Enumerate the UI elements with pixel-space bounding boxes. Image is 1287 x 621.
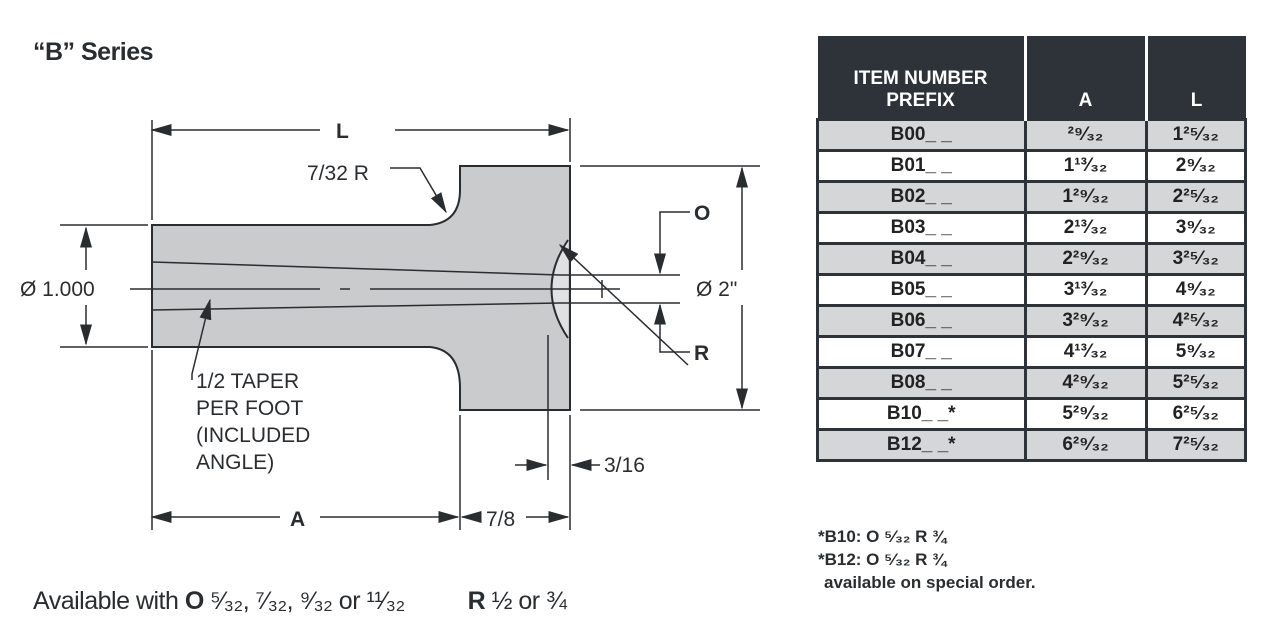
prefix-cell: B05_ _ xyxy=(816,273,1027,307)
l-cell: 4⁹⁄₃₂ xyxy=(1144,273,1247,307)
l-cell: 5⁹⁄₃₂ xyxy=(1144,335,1247,369)
part-body xyxy=(151,165,571,411)
a-cell: 3²⁹⁄₃₂ xyxy=(1023,304,1148,338)
prefix-cell: B02_ _ xyxy=(816,180,1027,214)
l-cell: 6²⁵⁄₃₂ xyxy=(1144,397,1247,431)
a-cell: ²⁹⁄₃₂ xyxy=(1023,118,1148,152)
header-prefix: ITEM NUMBER PREFIX xyxy=(817,36,1025,120)
prefix-cell: B03_ _ xyxy=(816,211,1027,245)
l-cell: 2⁹⁄₃₂ xyxy=(1144,149,1247,183)
l-cell: 7²⁵⁄₃₂ xyxy=(1144,428,1247,462)
diameter-left-label: Ø 1.000 xyxy=(20,278,95,301)
svg-text:1/2 TAPER: 1/2 TAPER xyxy=(196,370,299,393)
prefix-cell: B00_ _ xyxy=(816,118,1027,152)
a-cell: 2²⁹⁄₃₂ xyxy=(1023,242,1148,276)
a-cell: 3¹³⁄₃₂ xyxy=(1023,273,1148,307)
prefix-cell: B01_ _ xyxy=(816,149,1027,183)
series-title: “B” Series xyxy=(33,38,154,66)
svg-text:PER FOOT: PER FOOT xyxy=(196,397,304,420)
l-cell: 3⁹⁄₃₂ xyxy=(1144,211,1247,245)
prefix-cell: B08_ _ xyxy=(816,366,1027,400)
footnotes: *B10: O ⁵⁄₃₂ R ¾ *B12: O ⁵⁄₃₂ R ¾ availa… xyxy=(818,527,1036,592)
prefix-cell: B07_ _ xyxy=(816,335,1027,369)
svg-text:(INCLUDED: (INCLUDED xyxy=(196,424,310,447)
prefix-cell: B04_ _ xyxy=(816,242,1027,276)
radius-label: 7/32 R xyxy=(307,162,369,185)
l-cell: 4²⁵⁄₃₂ xyxy=(1144,304,1247,338)
length-label: L xyxy=(336,120,349,143)
a-cell: 5²⁹⁄₃₂ xyxy=(1023,397,1148,431)
a-label: A xyxy=(290,508,305,531)
a-cell: 2¹³⁄₃₂ xyxy=(1023,211,1148,245)
a-cell: 6²⁹⁄₃₂ xyxy=(1023,428,1148,462)
flange-label: 7/8 xyxy=(486,508,515,531)
taper-note: 1/2 TAPER PER FOOT (INCLUDED ANGLE) xyxy=(196,370,310,474)
prefix-cell: B06_ _ xyxy=(816,304,1027,338)
a-cell: 1¹³⁄₃₂ xyxy=(1023,149,1148,183)
l-cell: 3²⁵⁄₃₂ xyxy=(1144,242,1247,276)
recess-label: 3/16 xyxy=(604,454,645,477)
a-cell: 4¹³⁄₃₂ xyxy=(1023,335,1148,369)
b-series-drawing: L 7/32 R Ø 1.000 Ø 2" O R A 7/8 3/16 1/2… xyxy=(20,118,760,531)
o-label: O xyxy=(694,202,710,225)
l-cell: 1²⁵⁄₃₂ xyxy=(1144,118,1247,152)
a-cell: 4²⁹⁄₃₂ xyxy=(1023,366,1148,400)
a-cell: 1²⁹⁄₃₂ xyxy=(1023,180,1148,214)
prefix-cell: B12_ _* xyxy=(816,428,1027,462)
r-label: R xyxy=(694,342,709,365)
diameter-right-label: Ø 2" xyxy=(696,278,737,301)
l-cell: 5²⁵⁄₃₂ xyxy=(1144,366,1247,400)
l-cell: 2²⁵⁄₃₂ xyxy=(1144,180,1247,214)
prefix-cell: B10_ _* xyxy=(816,397,1027,431)
svg-text:ANGLE): ANGLE) xyxy=(196,451,274,474)
header-l: L xyxy=(1144,36,1246,120)
header-a: A xyxy=(1023,36,1146,120)
availability-note: Available with O ⁵⁄₃₂, ⁷⁄₃₂, ⁹⁄₃₂ or ¹¹⁄… xyxy=(33,587,567,615)
